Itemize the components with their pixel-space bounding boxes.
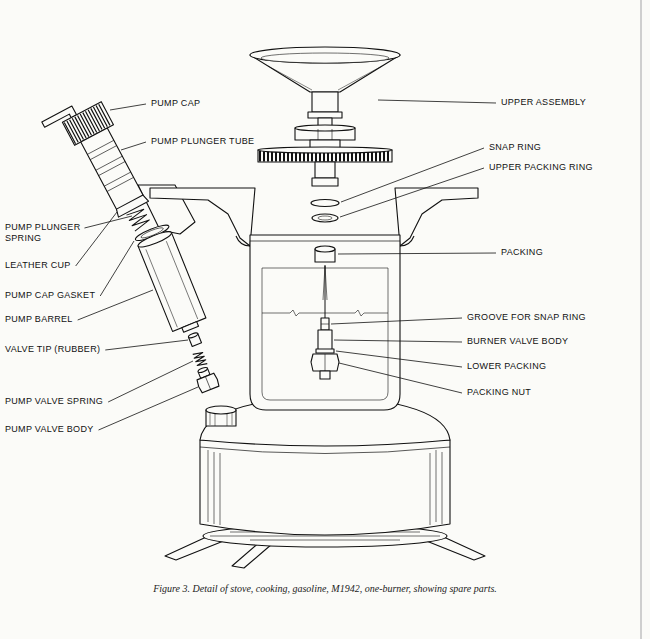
pump-valve-parts-shape (188, 332, 202, 347)
stove-frame (138, 185, 478, 410)
stove-frame-shape (250, 241, 400, 242)
part-label: LEATHER CUP (4, 260, 72, 271)
upper-assembly (250, 47, 400, 186)
pump-valve-parts-shape-shape (196, 373, 220, 393)
burner-valve-shape (323, 266, 327, 300)
part-label: PACKING (500, 247, 544, 258)
part-label: LOWER PACKING (466, 361, 547, 372)
pump-barrel (134, 222, 208, 336)
burner-valve-shape (311, 354, 339, 371)
part-label: PUMP BARREL (4, 314, 74, 325)
upper-assembly-shape (268, 66, 382, 90)
leader-lines-shape (336, 351, 462, 367)
upper-assembly-shape (261, 53, 389, 63)
pump-plunger-shape (81, 128, 144, 211)
pump-barrel-shape (138, 233, 206, 332)
rings-shape (312, 214, 338, 222)
rings (311, 200, 339, 223)
leader-lines-shape (76, 212, 117, 266)
fuel-tank-shape (200, 447, 450, 454)
part-label: PUMP VALVE BODY (4, 424, 95, 435)
upper-assembly-shape (250, 47, 400, 63)
upper-assembly-shape (318, 129, 319, 140)
stove-frame-shape (395, 188, 478, 246)
fuel-tank (165, 396, 485, 568)
leader-lines (76, 100, 496, 430)
pump-plunger-shape (126, 207, 150, 231)
leader-lines-shape (339, 363, 462, 393)
fuel-tank-shape (200, 440, 450, 535)
burner-valve-shape (321, 318, 329, 330)
part-label: BURNER VALVE BODY (466, 336, 569, 347)
burner-valve (311, 246, 339, 379)
rings-shape (311, 200, 339, 207)
leader-lines-shape (338, 253, 496, 254)
part-label: PUMP CAP (150, 98, 201, 109)
part-label: PUMP PLUNGER TUBE (150, 136, 255, 147)
pump-barrel-shape (137, 229, 173, 250)
part-label: PUMP VALVE SPRING (4, 396, 104, 407)
upper-assembly-shape (308, 112, 342, 118)
pump-valve-parts (188, 332, 220, 393)
burner-valve-shape (320, 371, 330, 379)
upper-assembly-shape (295, 125, 355, 131)
part-label: GROOVE FOR SNAP RING (466, 312, 587, 323)
burner-valve-shape (325, 354, 326, 371)
leader-lines-shape (108, 361, 193, 402)
pump-valve-parts-shape-shape (188, 332, 199, 339)
fuel-tank-shape (208, 450, 442, 525)
leader-lines-shape (378, 100, 496, 103)
pump-plunger-shape (69, 114, 106, 134)
leader-lines-shape (110, 104, 146, 110)
upper-assembly-shape (258, 147, 392, 153)
part-label: PUMP PLUNGER SPRING (4, 222, 90, 244)
leader-lines-shape (121, 142, 146, 150)
leader-lines-shape (100, 241, 134, 296)
upper-assembly-shape (312, 92, 338, 112)
pump-barrel-shape (146, 241, 198, 327)
part-label: PUMP CAP GASKET (4, 290, 96, 301)
leader-lines-shape (99, 387, 198, 430)
pump-barrel-shape (182, 322, 199, 333)
leader-lines-shape (331, 318, 462, 324)
pump-valve-parts-shape (193, 365, 220, 394)
leader-lines-shape (105, 340, 188, 350)
leader-lines-shape (84, 216, 132, 228)
fuel-tank-shape (210, 412, 232, 426)
pump-valve-parts-shape-shape (205, 377, 210, 390)
burner-valve-shape (315, 246, 335, 252)
part-label: SNAP RING (488, 142, 542, 153)
upper-assembly-shape (332, 129, 333, 140)
figure-caption: Figure 3. Detail of stove, cooking, gaso… (0, 583, 650, 595)
leader-lines-shape (334, 340, 462, 342)
part-label: VALVE TIP (RUBBER) (4, 344, 101, 355)
leader-lines-shape (340, 168, 484, 217)
burner-valve-shape (318, 330, 332, 350)
upper-assembly-shape (315, 162, 335, 178)
fuel-tank-shape (206, 406, 236, 414)
part-label: UPPER PACKING RING (488, 162, 594, 173)
stove-illustration-shape (640, 0, 642, 639)
pump-valve-parts-shape-shape (193, 351, 208, 368)
rings-shape (318, 216, 332, 220)
burner-valve-shape (316, 349, 334, 353)
pump-valve-parts-shape-shape (197, 366, 208, 373)
pump-valve-parts-shape (193, 351, 208, 368)
part-label: PACKING NUT (466, 387, 532, 398)
burner-valve-shape (321, 324, 329, 325)
stove-frame-shape (250, 235, 400, 410)
part-label: UPPER ASSEMBLY (500, 97, 587, 108)
upper-assembly-shape (312, 178, 338, 186)
